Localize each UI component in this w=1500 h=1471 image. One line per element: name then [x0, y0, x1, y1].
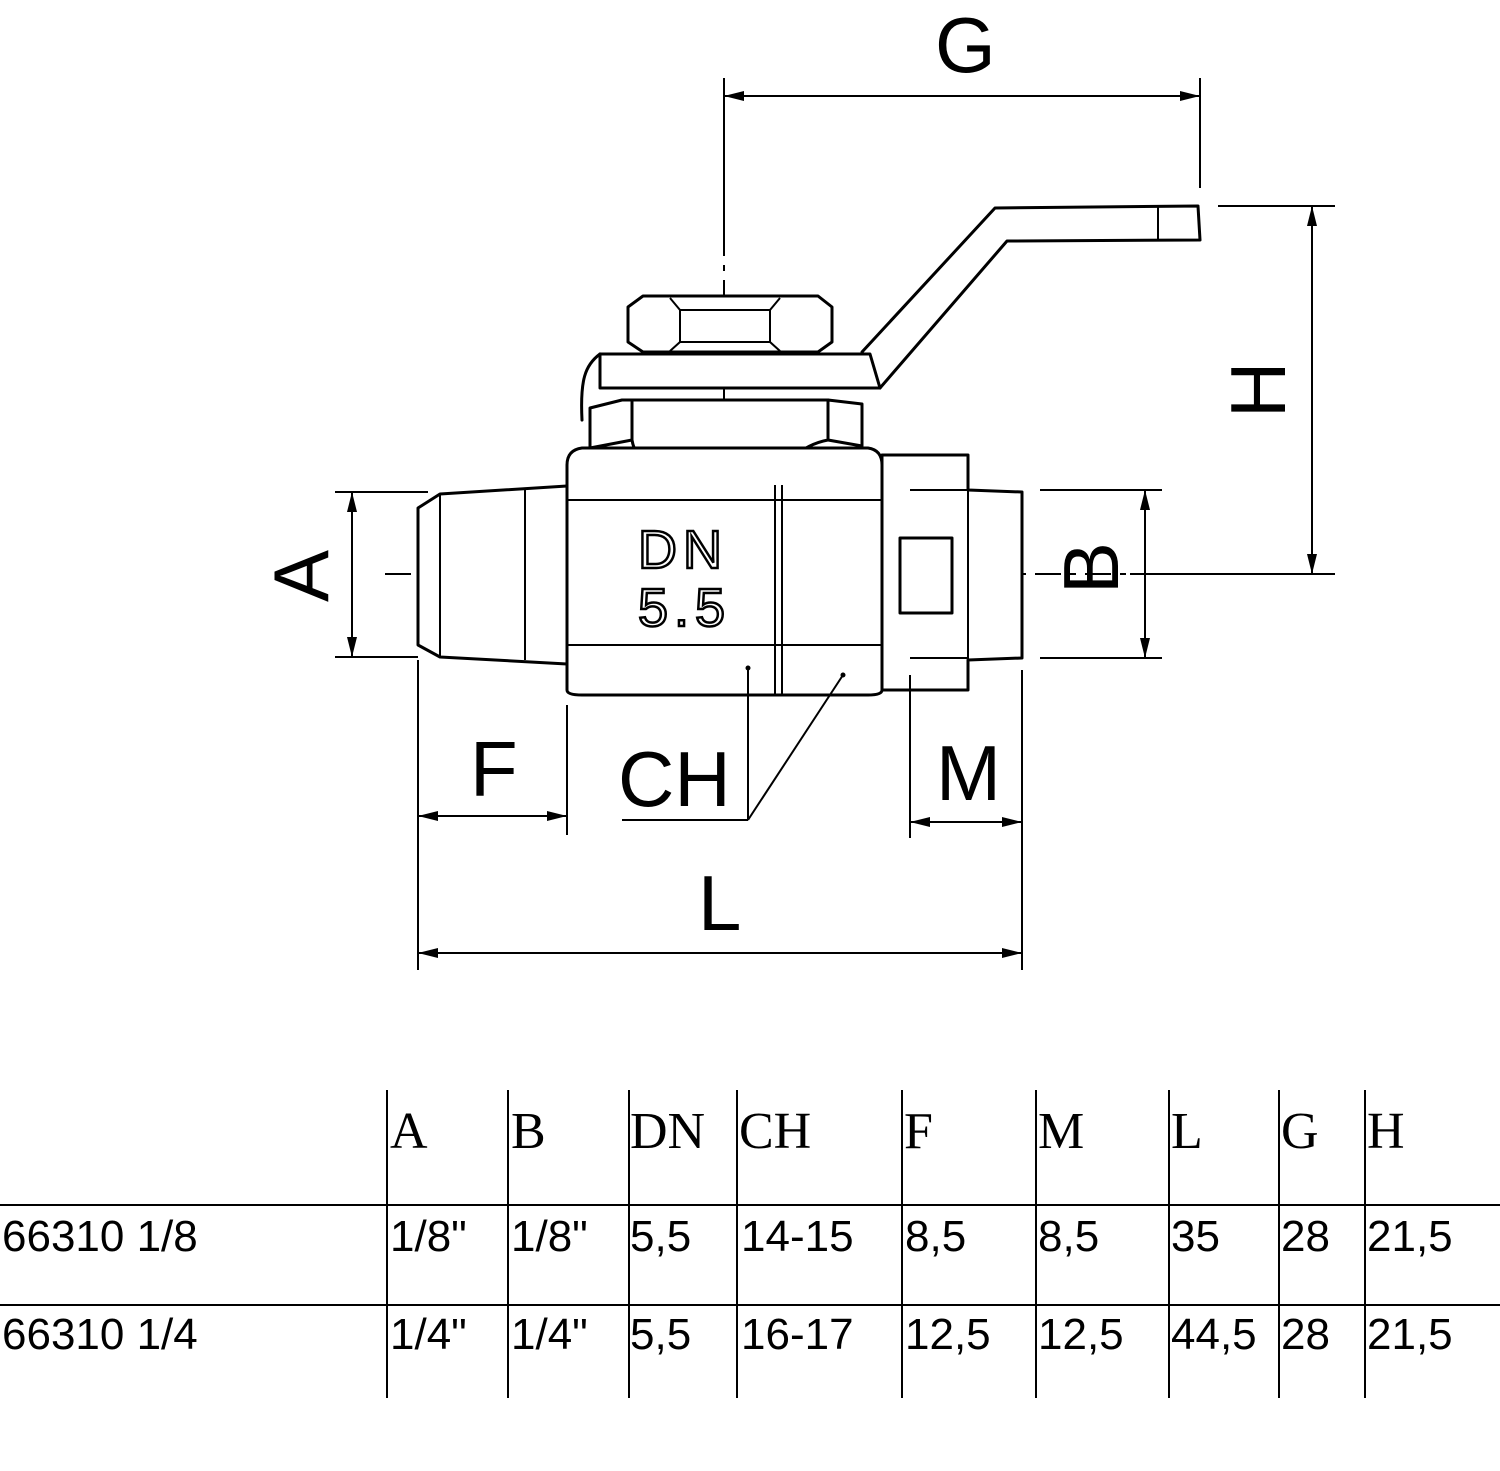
- dimension-label-h: H: [1214, 362, 1302, 418]
- right-thread-end: [880, 453, 1024, 692]
- table-header-l: L: [1171, 1103, 1203, 1160]
- dimension-ch: CH: [618, 665, 846, 823]
- table-cell: 16-17: [741, 1310, 854, 1359]
- table-cell: 1/4": [511, 1310, 588, 1359]
- body-marking-size: 5.5: [638, 578, 731, 638]
- lever-handle: [598, 204, 1202, 390]
- table-grid-line: [1035, 1090, 1037, 1398]
- table-cell: 28: [1281, 1212, 1330, 1261]
- table-grid-line: [386, 1090, 388, 1398]
- table-cell: 28: [1281, 1310, 1330, 1359]
- table-grid-line: [736, 1090, 738, 1398]
- hex-nut: [626, 294, 834, 354]
- table-grid-line: [507, 1090, 509, 1398]
- table-grid-line: [1168, 1090, 1170, 1398]
- table-header-h: H: [1367, 1103, 1405, 1160]
- table-header-a: A: [390, 1103, 428, 1160]
- table-cell: 44,5: [1171, 1310, 1257, 1359]
- table-cell: 35: [1171, 1212, 1220, 1261]
- table-cell: 12,5: [905, 1310, 991, 1359]
- table-header-g: G: [1281, 1103, 1319, 1160]
- body-marking-dn: DN: [638, 520, 728, 580]
- table-header-dn: DN: [630, 1103, 706, 1160]
- table-grid-line: [628, 1090, 630, 1398]
- table-cell: 1/8": [390, 1212, 467, 1261]
- valve-technical-drawing: DN 5.5 G H A B: [257, 1, 1335, 970]
- table-header-b: B: [511, 1103, 546, 1160]
- dimension-label-ch: CH: [618, 735, 731, 823]
- table-cell: 5,5: [630, 1310, 692, 1359]
- table-cell: 12,5: [1038, 1310, 1124, 1359]
- dimension-a: A: [257, 491, 428, 658]
- table-rule: [0, 1304, 1500, 1306]
- dimension-g: G: [723, 1, 1201, 250]
- valve-body: DN 5.5: [565, 446, 884, 697]
- dimension-label-f: F: [470, 725, 518, 813]
- table-rule: [0, 1204, 1500, 1206]
- table-grid-line: [1364, 1090, 1366, 1398]
- dimension-table: A B DN CH F M L G H 66310 1/8 1/8" 1/8" …: [0, 1080, 1500, 1400]
- dimension-f: F: [417, 660, 568, 970]
- dimension-label-g: G: [935, 1, 996, 89]
- table-header-f: F: [904, 1103, 933, 1160]
- table-header-m: M: [1038, 1103, 1085, 1160]
- table-cell: 21,5: [1367, 1212, 1453, 1261]
- table-cell: 1/8": [511, 1212, 588, 1261]
- table-grid-line: [1278, 1090, 1280, 1398]
- dimension-label-l: L: [698, 859, 741, 947]
- table-cell: 14-15: [741, 1212, 854, 1261]
- table-cell: 5,5: [630, 1212, 692, 1261]
- dimension-b: B: [1040, 489, 1162, 659]
- dimension-h: H: [1130, 205, 1335, 575]
- table-grid-line: [901, 1090, 903, 1398]
- dimension-label-a: A: [257, 550, 345, 602]
- table-header-ch: CH: [739, 1103, 812, 1160]
- table-cell: 21,5: [1367, 1310, 1453, 1359]
- dimension-label-m: M: [936, 729, 1001, 817]
- stop-pin: [580, 352, 602, 422]
- dimension-l: L: [418, 859, 1022, 958]
- table-cell: 1/4": [390, 1310, 467, 1359]
- dimension-m: M: [909, 670, 1023, 970]
- dimension-label-b: B: [1047, 542, 1135, 594]
- left-thread-end: [416, 484, 569, 666]
- table-row-code: 66310 1/4: [2, 1310, 198, 1359]
- table-cell: 8,5: [1038, 1212, 1100, 1261]
- table-cell: 8,5: [905, 1212, 967, 1261]
- table-row-code: 66310 1/8: [2, 1212, 198, 1261]
